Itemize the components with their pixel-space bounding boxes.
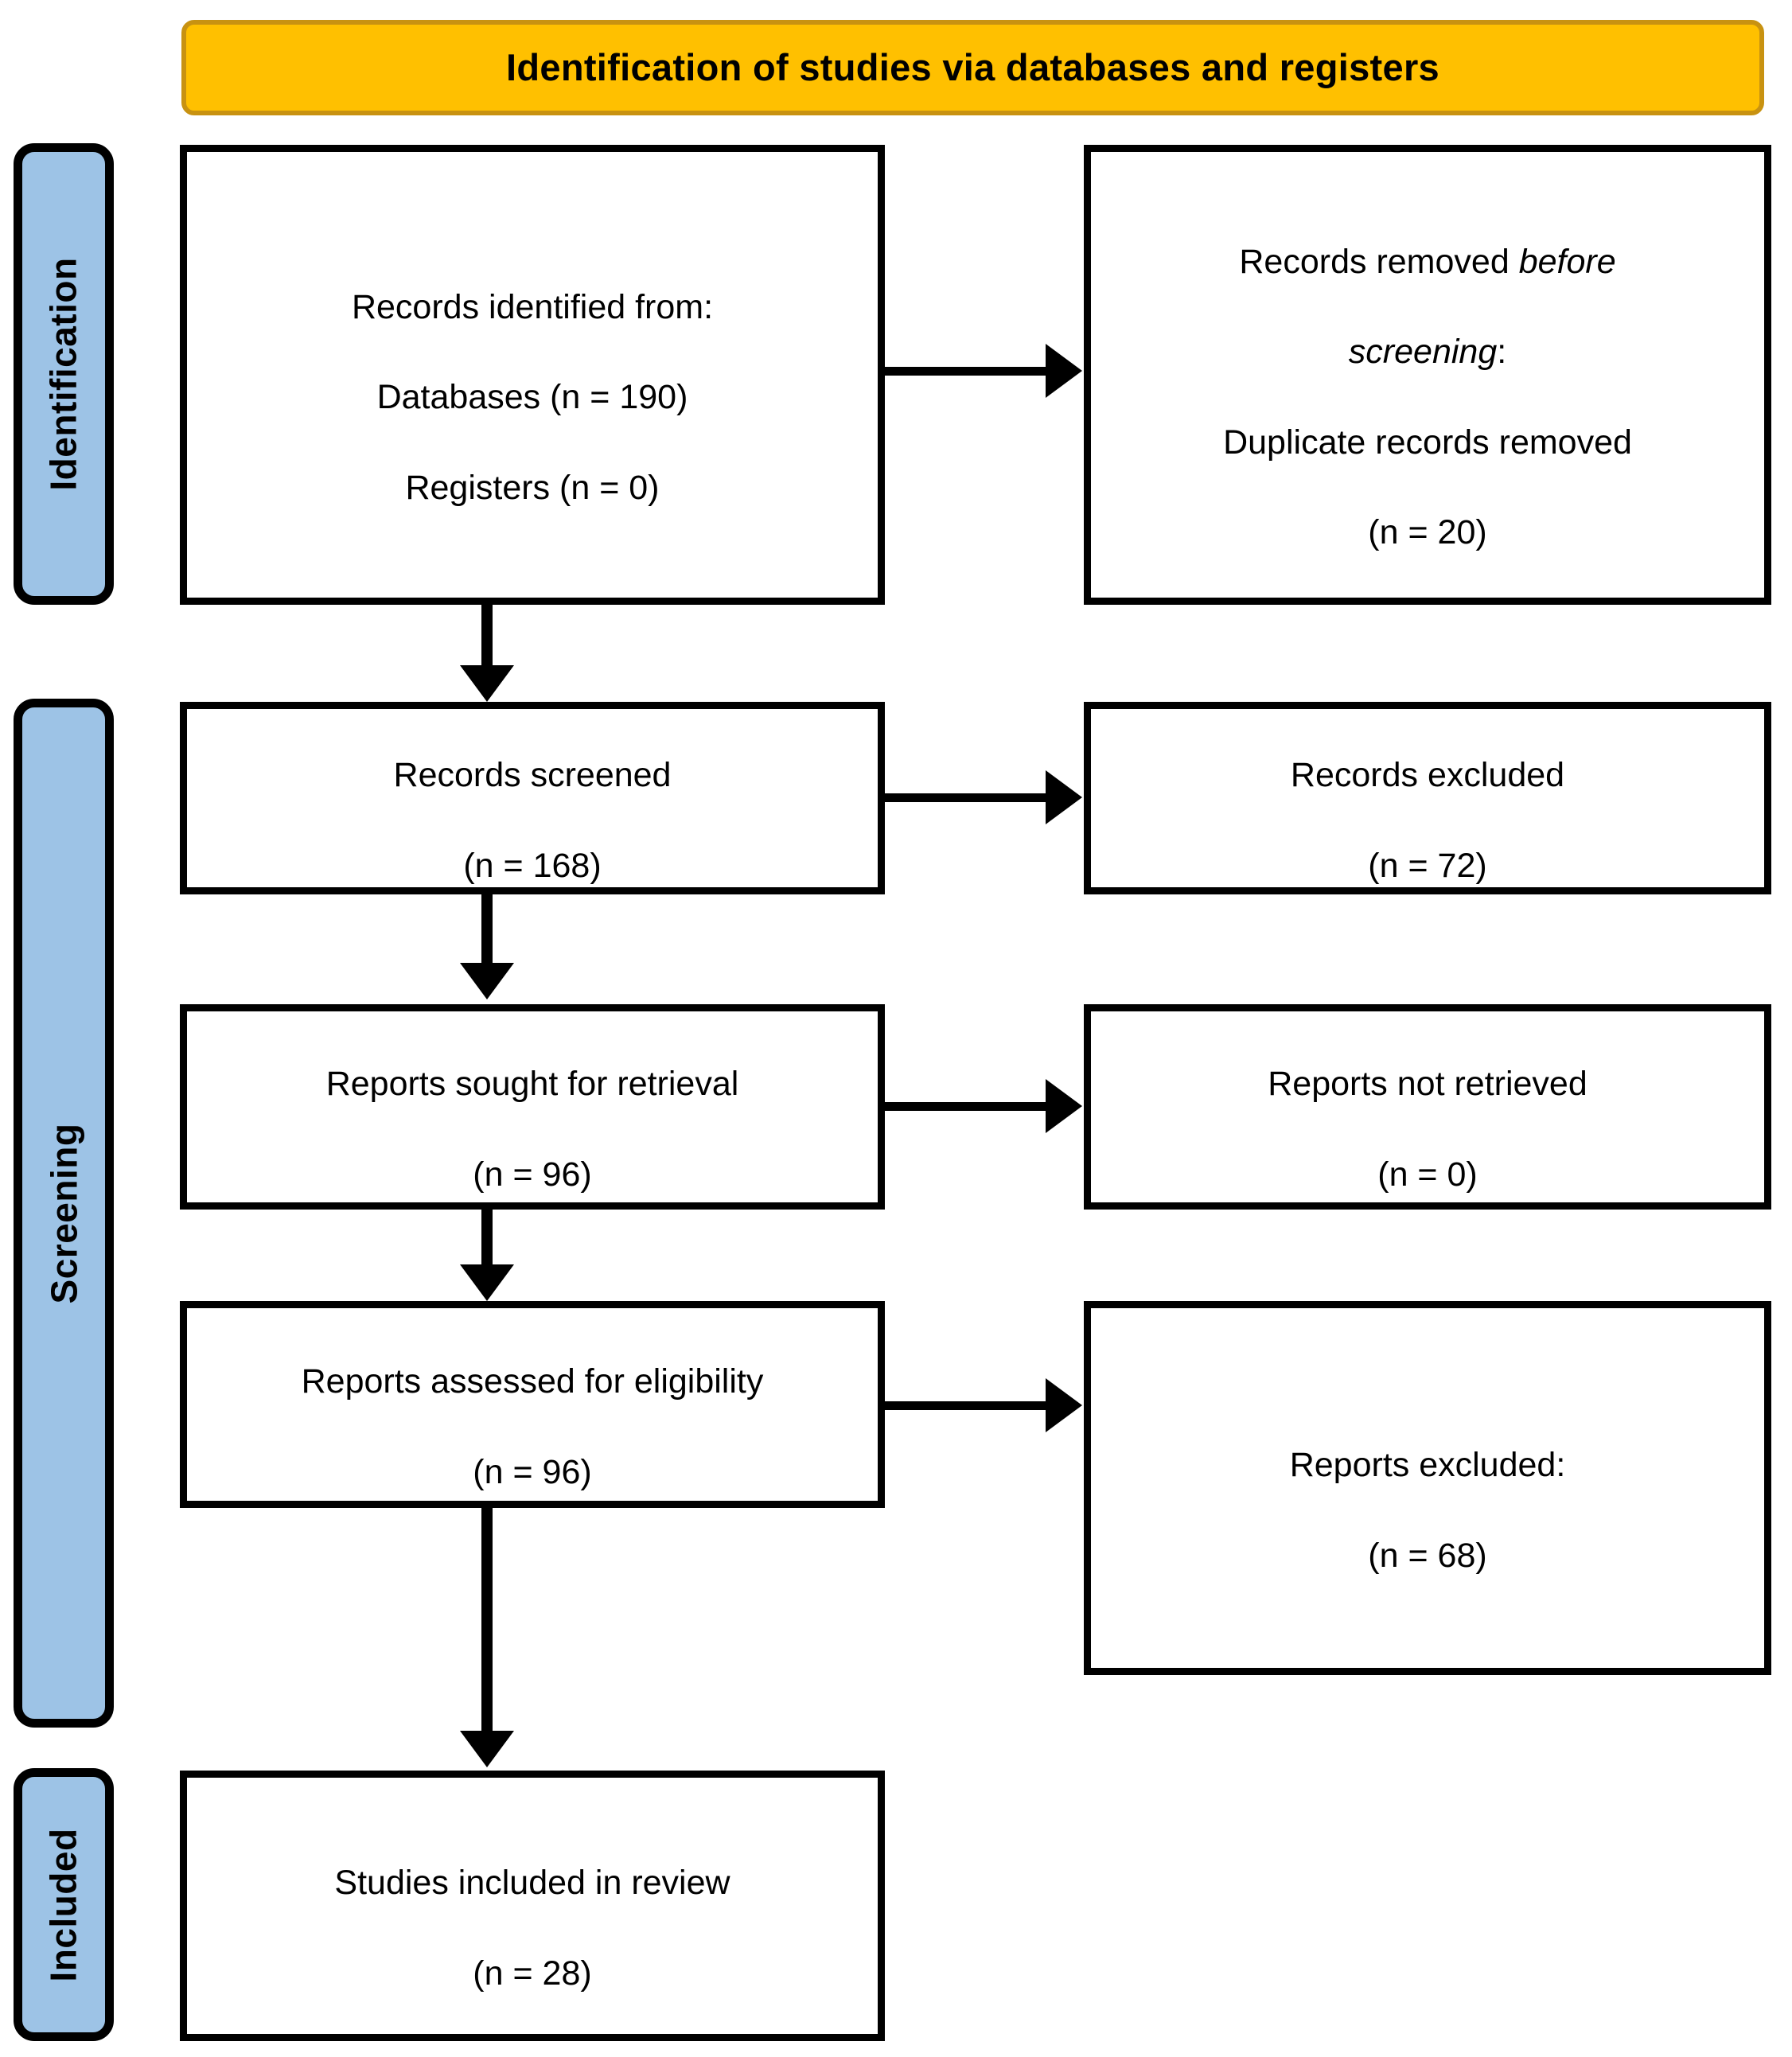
arrow-sought-to-not-retrieved — [885, 1102, 1049, 1111]
reports-excluded-count: (n = 68) — [1368, 1536, 1487, 1575]
records-identified-line1: Records identified from: — [351, 287, 714, 326]
arrow-sought-to-assessed-head — [460, 1264, 514, 1301]
box-studies-included-text: Studies included in review (n = 28) — [334, 1816, 730, 1997]
studies-included-label: Studies included in review — [334, 1864, 730, 1903]
box-reports-sought-for-retrieval: Reports sought for retrieval (n = 96) — [180, 1004, 885, 1210]
reports-not-retrieved-label: Reports not retrieved — [1268, 1065, 1587, 1104]
arrow-assessed-to-reports-excluded — [885, 1401, 1049, 1410]
arrow-sought-to-assessed — [481, 1210, 493, 1268]
box-reports-assessed-text: Reports assessed for eligibility (n = 96… — [302, 1315, 764, 1495]
records-removed-italic-screening: screening — [1348, 333, 1498, 372]
records-identified-registers: Registers (n = 0) — [405, 468, 660, 507]
records-excluded-count: (n = 72) — [1368, 846, 1487, 885]
records-excluded-label: Records excluded — [1290, 756, 1565, 795]
arrow-assessed-to-included — [481, 1508, 493, 1734]
box-reports-excluded-text: Reports excluded: (n = 68) — [1290, 1398, 1566, 1579]
reports-assessed-label: Reports assessed for eligibility — [301, 1362, 764, 1401]
arrow-identified-to-removed-head — [1046, 344, 1082, 398]
records-removed-count: (n = 20) — [1368, 513, 1487, 552]
arrow-identified-to-screened — [481, 605, 493, 670]
records-identified-databases: Databases (n = 190) — [376, 378, 688, 416]
records-screened-count: (n = 168) — [463, 846, 602, 885]
records-removed-colon: : — [1497, 333, 1507, 372]
records-removed-lead: Records removed — [1239, 242, 1519, 281]
box-records-identified: Records identified from: Databases (n = … — [180, 145, 885, 605]
records-screened-label: Records screened — [393, 756, 672, 795]
diagram-header-title: Identification of studies via databases … — [506, 46, 1439, 89]
records-removed-duplicates: Duplicate records removed — [1223, 423, 1632, 462]
box-studies-included-in-review: Studies included in review (n = 28) — [180, 1771, 885, 2041]
arrow-screened-to-excluded-head — [1046, 770, 1082, 824]
box-records-screened: Records screened (n = 168) — [180, 702, 885, 894]
box-records-identified-text: Records identified from: Databases (n = … — [352, 240, 713, 511]
arrow-screened-to-sought — [481, 894, 493, 966]
arrow-screened-to-sought-head — [460, 963, 514, 999]
box-records-screened-text: Records screened (n = 168) — [394, 708, 672, 889]
box-records-excluded: Records excluded (n = 72) — [1084, 702, 1771, 894]
arrow-identified-to-screened-head — [460, 665, 514, 702]
stage-label-included: Included — [14, 1768, 114, 2041]
arrow-assessed-to-included-head — [460, 1731, 514, 1767]
reports-assessed-count: (n = 96) — [473, 1452, 592, 1491]
box-reports-not-retrieved: Reports not retrieved (n = 0) — [1084, 1004, 1771, 1210]
reports-sought-count: (n = 96) — [473, 1155, 592, 1194]
stage-label-identification-text: Identification — [43, 257, 85, 491]
box-reports-sought-text: Reports sought for retrieval (n = 96) — [326, 1017, 739, 1198]
stage-label-included-text: Included — [43, 1827, 84, 1982]
box-reports-assessed-for-eligibility: Reports assessed for eligibility (n = 96… — [180, 1301, 885, 1508]
reports-sought-label: Reports sought for retrieval — [325, 1065, 739, 1104]
diagram-header-banner: Identification of studies via databases … — [181, 20, 1764, 115]
stage-label-identification: Identification — [14, 143, 114, 605]
arrow-sought-to-not-retrieved-head — [1046, 1079, 1082, 1133]
arrow-assessed-to-reports-excluded-head — [1046, 1378, 1082, 1432]
box-reports-excluded: Reports excluded: (n = 68) — [1084, 1301, 1771, 1675]
box-records-removed-before-screening: Records removed before screening: Duplic… — [1084, 145, 1771, 605]
box-records-excluded-text: Records excluded (n = 72) — [1291, 708, 1564, 889]
reports-excluded-label: Reports excluded: — [1289, 1446, 1566, 1485]
studies-included-count: (n = 28) — [473, 1954, 592, 1993]
stage-label-screening: Screening — [14, 699, 114, 1728]
records-removed-italic-before: before — [1518, 242, 1616, 281]
arrow-identified-to-removed — [885, 367, 1049, 376]
box-reports-not-retrieved-text: Reports not retrieved (n = 0) — [1268, 1017, 1587, 1198]
box-records-removed-text: Records removed before screening: Duplic… — [1223, 194, 1632, 555]
arrow-screened-to-excluded — [885, 793, 1049, 802]
reports-not-retrieved-count: (n = 0) — [1377, 1155, 1478, 1194]
stage-label-screening-text: Screening — [43, 1123, 85, 1303]
